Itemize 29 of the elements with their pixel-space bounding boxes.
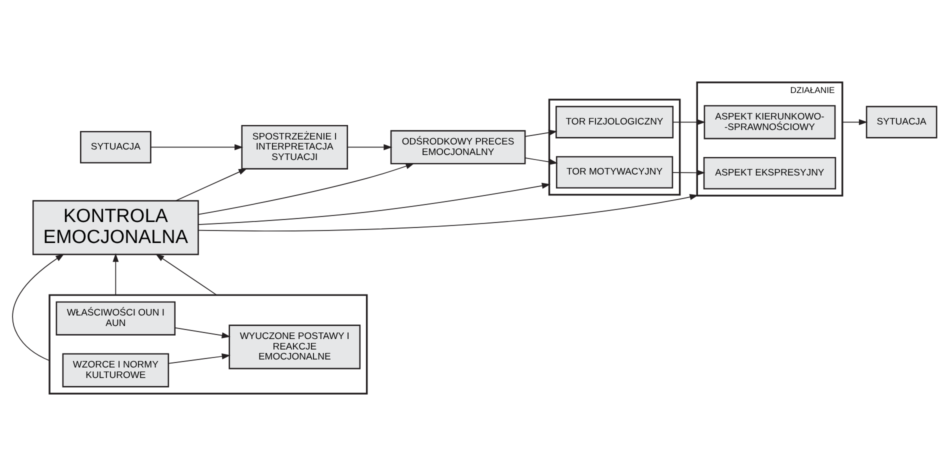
node-box: ODŚRODKOWY PRECES EMOCJONALNY <box>390 130 526 164</box>
node-box: SYTUACJA <box>866 106 938 138</box>
arrow <box>12 254 64 362</box>
node-box: ASPEKT KIERUNKOWO- -SPRAWNOŚCIOWY <box>704 105 836 140</box>
arrow <box>174 327 230 338</box>
node-box: KONTROLA EMOCJONALNA <box>32 200 199 256</box>
node-box: TOR FIZJOLOGICZNY <box>556 106 674 138</box>
arrow <box>524 130 558 137</box>
arrow <box>198 194 698 232</box>
node-box: WYUCZONE POSTAWY I REAKCJE EMOCJONALNE <box>228 324 361 370</box>
node-box: WZORCE I NORMY KULTUROWE <box>62 353 170 388</box>
arrow <box>842 119 868 126</box>
cluster <box>48 294 368 394</box>
arrow <box>672 170 706 176</box>
arrow <box>175 168 248 202</box>
node-box: SPOSTRZEŻENIE I INTERPRETACJA SYTUACJI <box>241 124 348 170</box>
arrow <box>112 253 119 296</box>
arrow <box>672 119 706 126</box>
arrow <box>155 254 218 296</box>
arrow <box>198 182 551 225</box>
arrow <box>198 163 414 215</box>
node-box: SYTUACJA <box>80 131 152 164</box>
arrow <box>347 144 392 150</box>
arrow <box>524 158 558 165</box>
node-box: TOR MOTYWACYJNY <box>556 156 674 188</box>
arrow <box>150 144 244 150</box>
node-box: WŁAŚCIWOŚCI OUN I AUN <box>56 301 176 336</box>
arrow <box>168 353 230 364</box>
node-box: ASPEKT EKSPRESYJNY <box>703 156 836 190</box>
